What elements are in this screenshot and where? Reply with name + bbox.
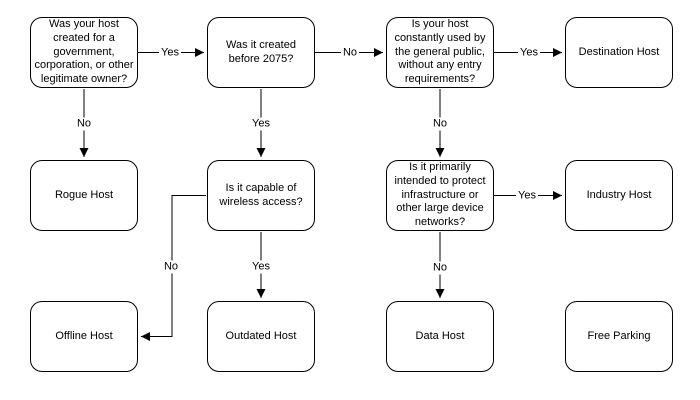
node-rogue-host: Rogue Host	[30, 160, 138, 231]
node-destination-host: Destination Host	[565, 17, 673, 88]
node-origin-question: Was your host created for a government, …	[30, 17, 138, 88]
node-label: Offline Host	[55, 329, 113, 342]
edge-label-no: No	[430, 117, 450, 131]
node-wireless-question: Is it capable of wireless access?	[207, 160, 315, 231]
node-free-parking: Free Parking	[565, 301, 673, 372]
node-created-before-2075: Was it created before 2075?	[207, 17, 315, 88]
node-label: Outdated Host	[225, 329, 297, 342]
edge-label-yes: Yes	[518, 46, 540, 60]
node-label: Is it primarily intended to protect infr…	[394, 161, 486, 229]
node-label: Was your host created for a government, …	[34, 18, 134, 86]
node-label: Data Host	[415, 329, 465, 342]
edge-label-yes: Yes	[250, 117, 272, 131]
edge-label-no: No	[430, 261, 450, 275]
edge-label-yes: Yes	[159, 46, 181, 60]
edge-label-yes: Yes	[516, 189, 538, 203]
node-outdated-host: Outdated Host	[207, 301, 315, 372]
node-industry-host: Industry Host	[565, 160, 673, 231]
node-label: Destination Host	[578, 45, 660, 58]
node-general-public-question: Is your host constantly used by the gene…	[386, 17, 494, 88]
node-label: Is your host constantly used by the gene…	[394, 18, 486, 86]
node-offline-host: Offline Host	[30, 301, 138, 372]
edge-label-yes: Yes	[250, 260, 272, 274]
node-label: Was it created before 2075?	[226, 38, 296, 65]
node-infrastructure-question: Is it primarily intended to protect infr…	[386, 160, 494, 231]
node-data-host: Data Host	[386, 301, 494, 372]
edge-label-no: No	[74, 117, 94, 131]
node-label: Is it capable of wireless access?	[219, 181, 303, 208]
edge-label-no: No	[161, 260, 181, 274]
edge-label-no: No	[340, 46, 360, 60]
node-label: Rogue Host	[54, 188, 114, 201]
node-label: Industry Host	[586, 188, 652, 201]
node-label: Free Parking	[587, 329, 651, 342]
